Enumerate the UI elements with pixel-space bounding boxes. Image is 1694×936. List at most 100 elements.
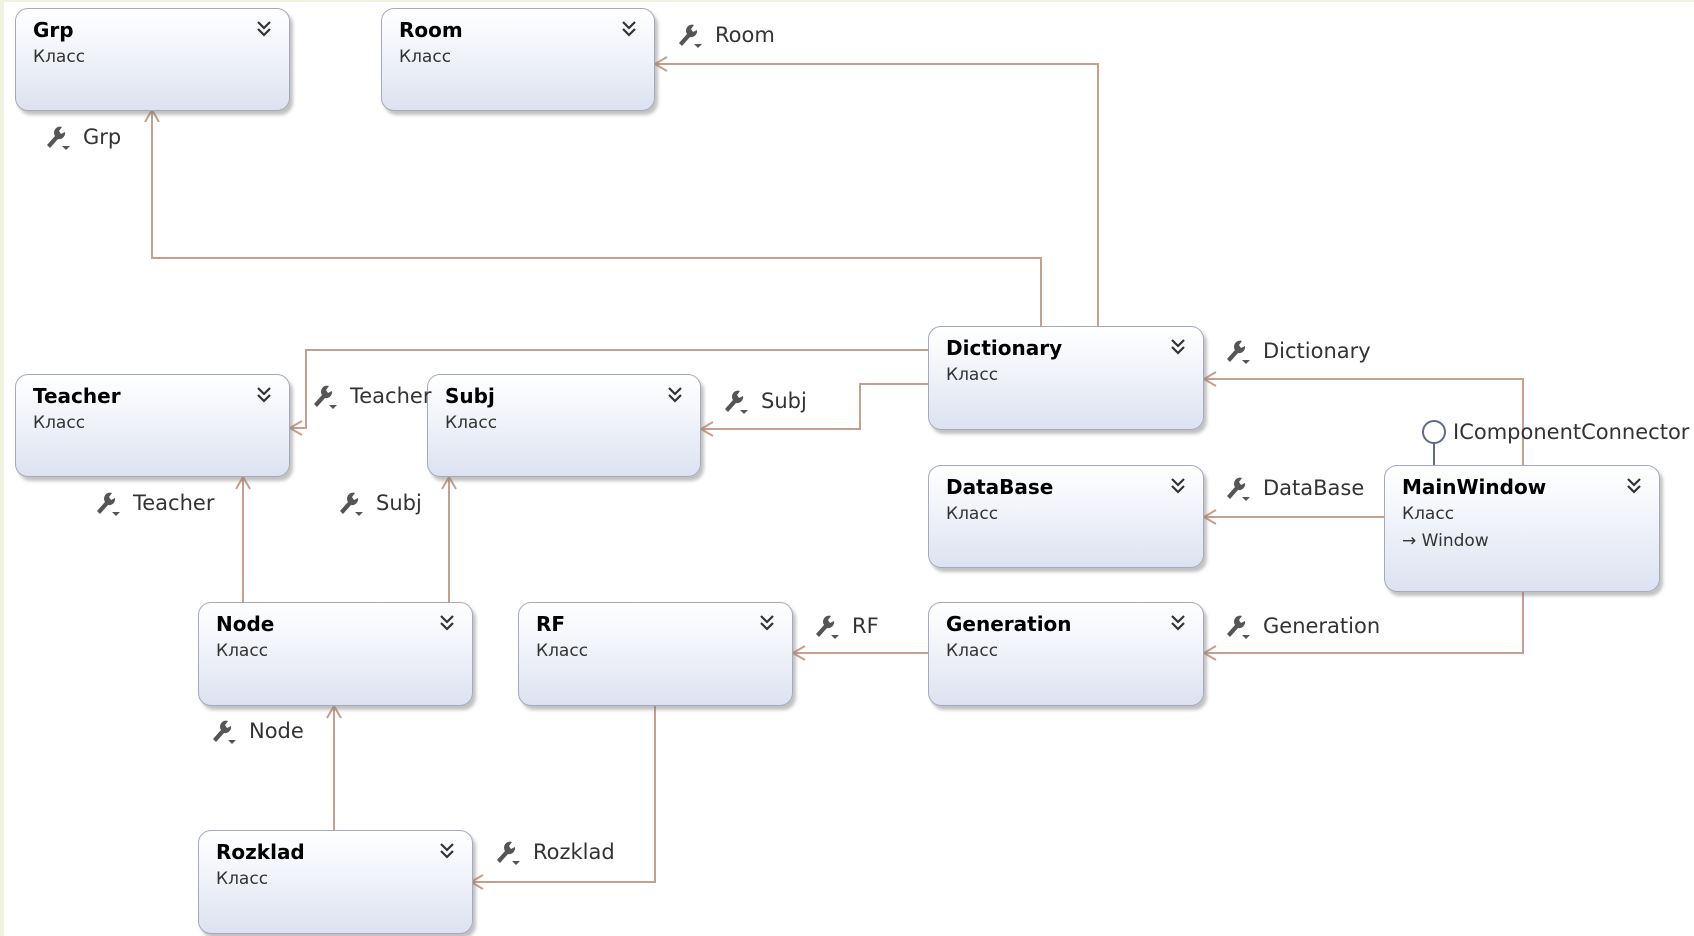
class-node[interactable]: Node Класс (198, 602, 473, 706)
association-name: Teacher (350, 384, 432, 408)
class-grp[interactable]: Grp Класс (15, 8, 290, 111)
class-room[interactable]: Room Класс (381, 8, 655, 111)
class-kind: Класс (946, 365, 999, 385)
association-name: Rozklad (533, 840, 615, 864)
collapse-chevron-icon[interactable] (1168, 476, 1188, 496)
class-mainwindow[interactable]: MainWindow Класс → Window (1384, 465, 1660, 592)
association-label-subj-dictionary[interactable]: Subj (720, 386, 807, 416)
class-name: Generation (946, 612, 1072, 636)
arrowhead-subj-node (441, 475, 457, 490)
association-label-database[interactable]: DataBase (1222, 473, 1364, 503)
class-name: Room (399, 18, 463, 42)
association-name: Subj (761, 389, 807, 413)
arrowhead-subj-dict (699, 421, 714, 437)
wrench-icon (497, 841, 520, 865)
class-kind: Класс (33, 413, 86, 433)
collapse-chevron-icon[interactable] (254, 385, 274, 405)
association-name: Subj (376, 491, 422, 515)
collapse-chevron-icon[interactable] (1168, 613, 1188, 633)
arrowhead-node (326, 704, 342, 719)
association-label-dictionary[interactable]: Dictionary (1222, 336, 1371, 366)
class-database[interactable]: DataBase Класс (928, 465, 1204, 568)
association-label-generation[interactable]: Generation (1222, 611, 1380, 641)
wrench-icon (816, 615, 839, 639)
connector-dictionary-room (655, 63, 1099, 326)
inherits-arrow-icon: → (1402, 531, 1422, 551)
class-dictionary[interactable]: Dictionary Класс (928, 326, 1204, 430)
class-rozklad[interactable]: Rozklad Класс (198, 830, 473, 934)
wrench-icon (340, 492, 363, 516)
base-class: → Window (1402, 528, 1659, 554)
collapse-chevron-icon[interactable] (437, 613, 457, 633)
collapse-chevron-icon[interactable] (1624, 476, 1644, 496)
class-teacher[interactable]: Teacher Класс (15, 374, 290, 477)
collapse-chevron-icon[interactable] (757, 613, 777, 633)
arrowhead-teacher-dict (288, 420, 303, 436)
wrench-icon (679, 24, 702, 48)
arrowhead-room (653, 56, 668, 72)
class-name: Rozklad (216, 840, 305, 864)
class-kind: Класс (946, 504, 999, 524)
arrowhead-generation (1202, 645, 1217, 661)
connector-dictionary-grp (151, 110, 1042, 326)
arrowhead-database (1202, 509, 1217, 525)
wrench-icon (97, 492, 120, 516)
connector-dictionary-subj (701, 383, 928, 430)
class-name: Node (216, 612, 275, 636)
connector-mainwindow-dictionary (1204, 378, 1524, 466)
collapse-chevron-icon[interactable] (437, 841, 457, 861)
class-kind: Класс (1402, 504, 1455, 524)
interface-name: IComponentConnector (1453, 420, 1690, 444)
interface-label[interactable]: IComponentConnector (1453, 420, 1689, 444)
wrench-icon (1227, 340, 1250, 364)
association-name: Generation (1263, 614, 1381, 638)
arrowhead-teacher-node (235, 475, 251, 490)
class-kind: Класс (445, 413, 498, 433)
page-edge (0, 0, 4, 936)
class-subj[interactable]: Subj Класс (427, 374, 701, 477)
arrowhead-rf (791, 645, 806, 661)
base-class-name: Window (1421, 531, 1489, 551)
wrench-icon (47, 126, 70, 150)
wrench-icon (314, 385, 337, 409)
association-label-grp[interactable]: Grp (42, 122, 121, 152)
arrowhead-dictionary (1202, 371, 1217, 387)
class-name: Grp (33, 18, 74, 42)
class-name: DataBase (946, 475, 1054, 499)
class-rf[interactable]: RF Класс (518, 602, 793, 706)
connector-mainwindow-generation (1204, 592, 1524, 654)
collapse-chevron-icon[interactable] (619, 19, 639, 39)
association-label-teacher-dictionary[interactable]: Teacher (309, 381, 431, 411)
association-label-teacher-node[interactable]: Teacher (92, 488, 214, 518)
wrench-icon (1227, 477, 1250, 501)
class-name: RF (536, 612, 566, 636)
class-kind: Класс (399, 47, 452, 67)
class-kind: Класс (946, 641, 999, 661)
class-kind: Класс (216, 869, 269, 889)
class-name: Subj (445, 384, 495, 408)
class-kind: Класс (33, 47, 86, 67)
connector-rf-rozklad (471, 706, 656, 883)
connector-dictionary-teacher (290, 349, 928, 429)
page-edge-top (0, 0, 1694, 2)
association-name: Grp (83, 125, 122, 149)
wrench-icon (213, 720, 236, 744)
class-name: Dictionary (946, 336, 1063, 360)
association-label-rozklad[interactable]: Rozklad (492, 837, 615, 867)
class-kind: Класс (216, 641, 269, 661)
collapse-chevron-icon[interactable] (1168, 337, 1188, 357)
interface-lollipop-icon (1422, 420, 1446, 466)
class-generation[interactable]: Generation Класс (928, 602, 1204, 706)
association-name: Node (249, 719, 304, 743)
collapse-chevron-icon[interactable] (665, 385, 685, 405)
association-name: Dictionary (1263, 339, 1371, 363)
association-name: DataBase (1263, 476, 1365, 500)
association-label-rf[interactable]: RF (811, 611, 879, 641)
association-label-node[interactable]: Node (208, 716, 304, 746)
association-name: RF (852, 614, 879, 638)
association-label-subj-node[interactable]: Subj (335, 488, 422, 518)
collapse-chevron-icon[interactable] (254, 19, 274, 39)
wrench-icon (1227, 615, 1250, 639)
association-label-room[interactable]: Room (674, 20, 775, 50)
